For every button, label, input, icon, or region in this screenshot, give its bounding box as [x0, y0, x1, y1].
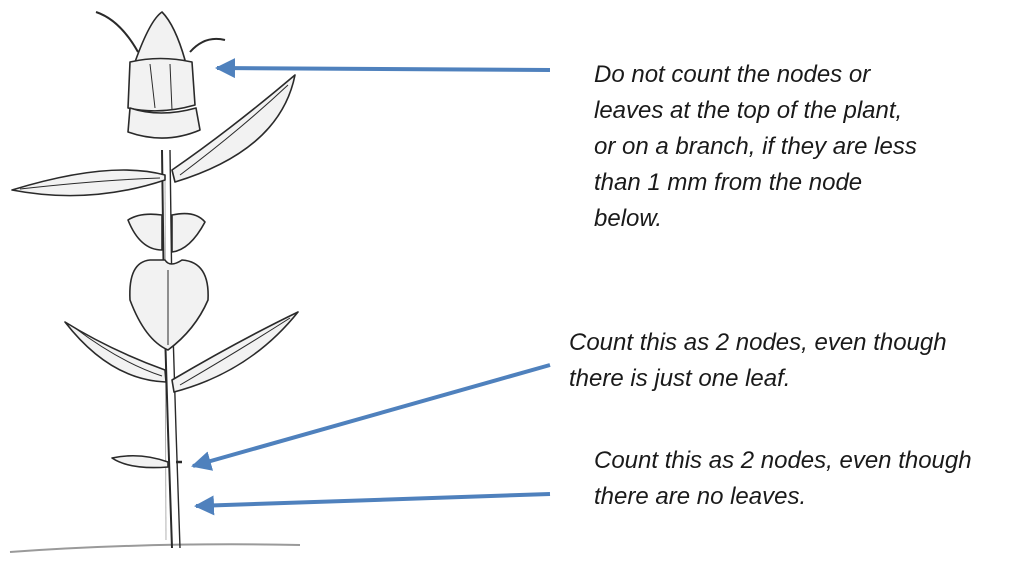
leaf-middle-right: [172, 214, 205, 252]
top-bud: [96, 12, 225, 138]
arrow-top: [217, 68, 550, 70]
annotation-middle: Count this as 2 nodes, even though there…: [569, 325, 999, 397]
annotation-top: Do not count the nodes or leaves at the …: [594, 57, 994, 237]
plant-drawing: [12, 12, 298, 548]
leaf-small: [112, 456, 168, 468]
leaf-middle-left: [128, 214, 162, 250]
ground-line: [10, 544, 300, 552]
leaf-upper-left: [12, 170, 165, 196]
leaf-heart: [130, 260, 208, 350]
arrow-bottom: [196, 494, 550, 506]
annotation-bottom: Count this as 2 nodes, even though there…: [594, 443, 1004, 515]
arrow-middle: [193, 365, 550, 466]
